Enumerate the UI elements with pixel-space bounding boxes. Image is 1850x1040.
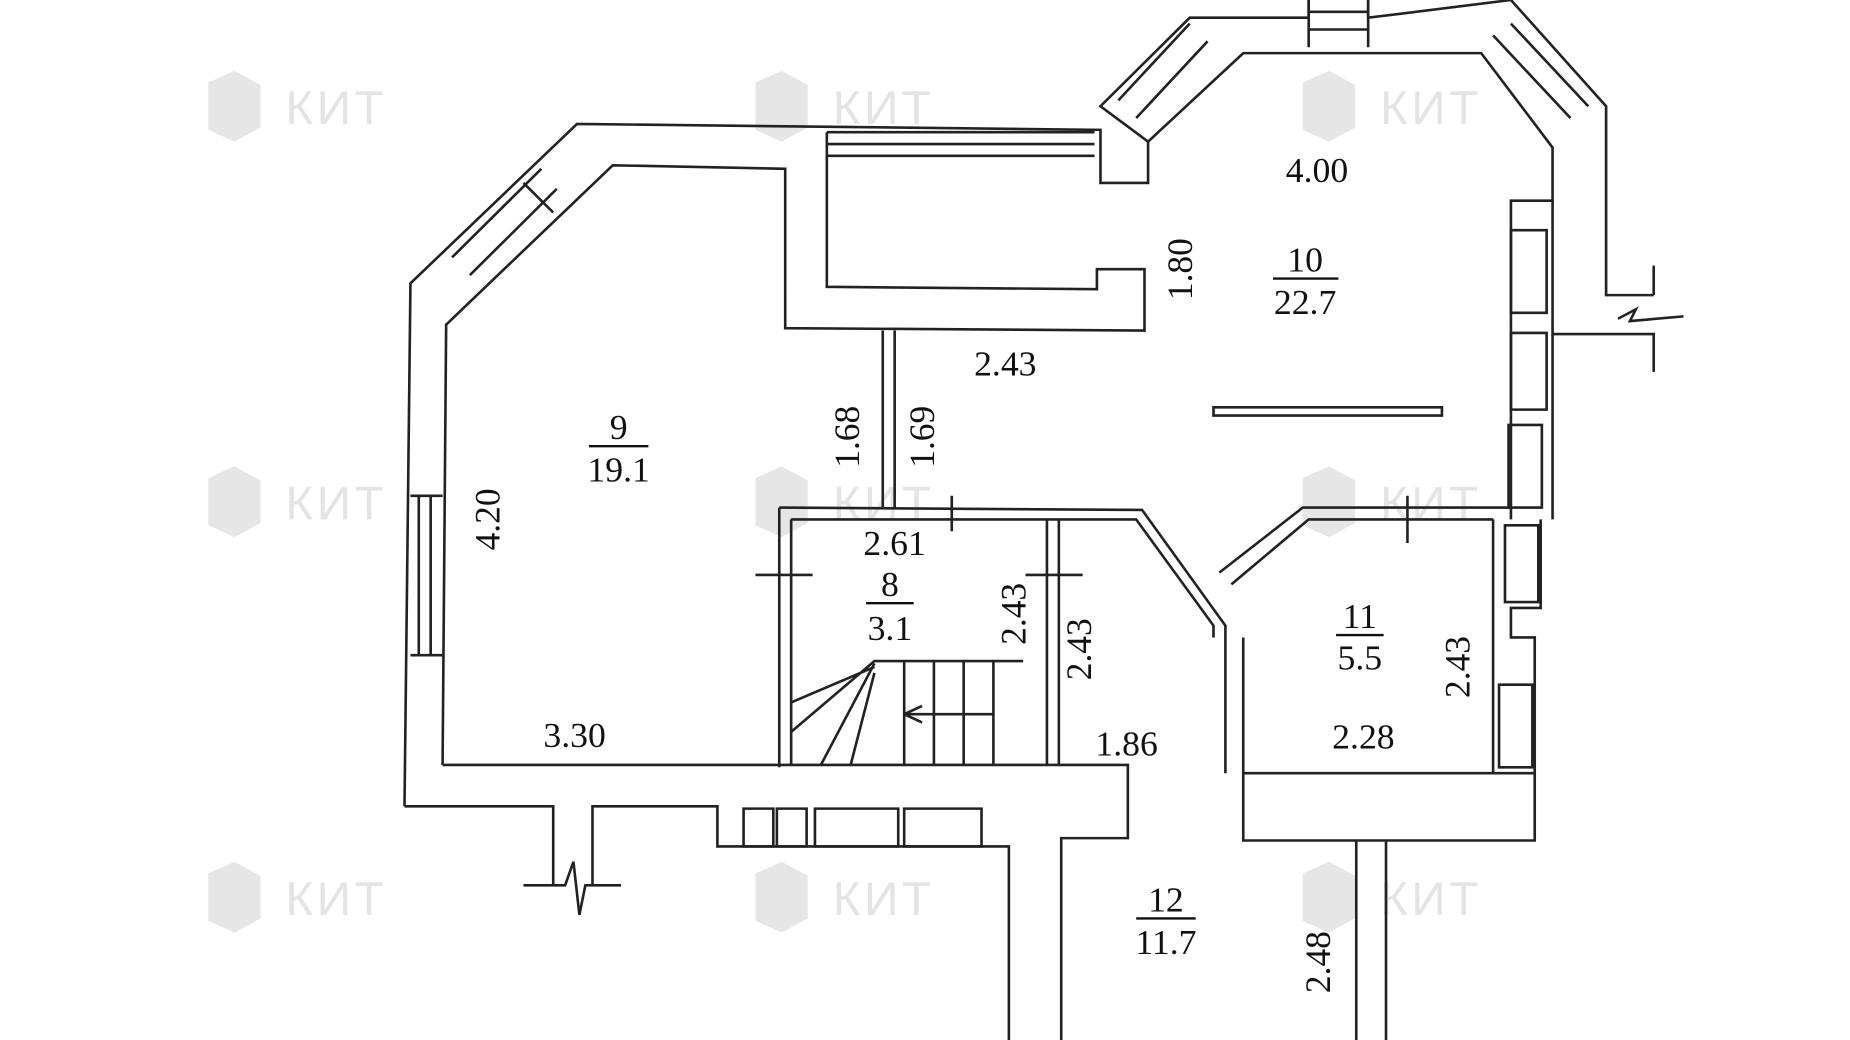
svg-text:19.1: 19.1 [587, 450, 649, 490]
dimension: 2.43 [1059, 618, 1099, 680]
watermark: КИТ [1302, 861, 1482, 933]
svg-text:11.7: 11.7 [1135, 922, 1196, 962]
dimension: 2.48 [1298, 931, 1338, 993]
svg-text:КИТ: КИТ [833, 873, 935, 926]
watermarks: КИТ КИТ КИТ КИТ КИТ КИТ КИТ КИТ КИТ [208, 70, 1482, 933]
dimension-labels: 4.00 1.80 2.43 1.68 1.69 4.20 2.61 2.43 … [468, 150, 1478, 993]
svg-text:10: 10 [1287, 240, 1323, 280]
dimension: 4.20 [468, 488, 508, 550]
dimension: 1.80 [1160, 238, 1200, 300]
watermark: КИТ [755, 861, 935, 933]
dimension: 2.28 [1332, 717, 1394, 757]
watermark: КИТ [1302, 70, 1482, 142]
walls [403, 0, 1684, 1040]
svg-text:КИТ: КИТ [286, 82, 388, 135]
room-11-label: 115.5 [1336, 596, 1384, 677]
room-9-label: 919.1 [587, 407, 649, 489]
watermark: КИТ [208, 861, 388, 933]
dimension: 4.00 [1286, 150, 1348, 190]
svg-text:22.7: 22.7 [1274, 282, 1336, 322]
svg-text:9: 9 [610, 407, 628, 447]
svg-text:5.5: 5.5 [1338, 637, 1383, 677]
svg-text:11: 11 [1343, 596, 1377, 636]
dimension: 1.68 [827, 406, 867, 468]
dimension: 2.43 [1437, 636, 1477, 698]
svg-text:КИТ: КИТ [1380, 873, 1482, 926]
dimension: 2.61 [863, 523, 925, 563]
svg-text:3.1: 3.1 [868, 608, 913, 648]
svg-text:8: 8 [881, 564, 899, 604]
svg-text:КИТ: КИТ [286, 478, 388, 531]
dimension: 1.69 [902, 406, 942, 468]
svg-text:КИТ: КИТ [286, 873, 388, 926]
watermark: КИТ [208, 466, 388, 538]
watermark: КИТ [208, 70, 388, 142]
dimension: 2.43 [993, 583, 1033, 645]
svg-text:КИТ: КИТ [1380, 82, 1482, 135]
svg-text:12: 12 [1148, 879, 1184, 919]
svg-text:КИТ: КИТ [1380, 478, 1482, 531]
room-8-label: 83.1 [866, 564, 914, 648]
dimension: 3.30 [543, 715, 605, 755]
watermark: КИТ [1302, 466, 1482, 538]
dimension: 1.86 [1095, 724, 1157, 764]
dimension: 2.43 [974, 344, 1036, 384]
